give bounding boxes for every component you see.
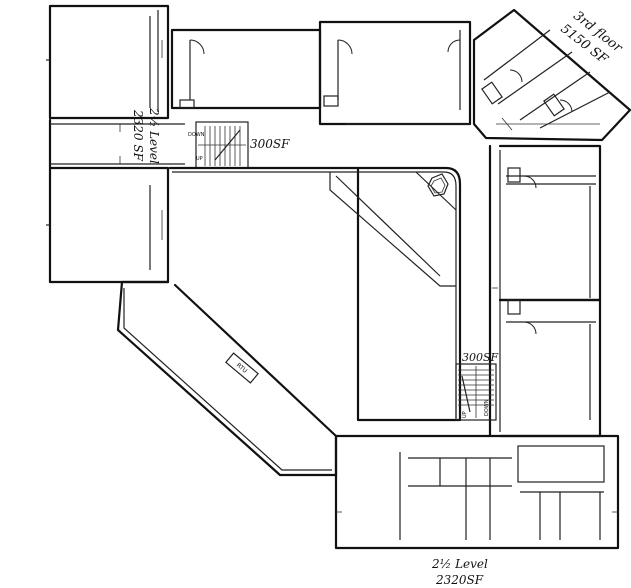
left-level-title: 2½ Level xyxy=(147,107,161,164)
diagonal-wing: RTU xyxy=(116,280,338,477)
stair-mid-down-label: DOWN xyxy=(484,399,490,416)
third-floor-wing xyxy=(472,8,631,142)
bottom-level-area: 2320SF xyxy=(435,573,484,587)
upper-corridor xyxy=(48,118,185,170)
stair-top-up-label: UP xyxy=(196,156,203,162)
annotation-third-floor: 3rd floor 5150 SF xyxy=(558,8,626,67)
annotation-left-level: 2½ Level 2320 SF xyxy=(131,107,161,164)
mid-left-room xyxy=(46,166,170,284)
stair-mid-area-label: 300SF xyxy=(462,351,499,364)
top-room-a xyxy=(170,28,322,110)
central-area xyxy=(168,166,462,422)
stair-mid: UP DOWN xyxy=(455,363,497,421)
right-room-upper xyxy=(498,144,602,302)
stair-top: DOWN UP xyxy=(188,121,249,169)
right-corridor xyxy=(488,144,501,437)
stair-mid-up-label: UP xyxy=(462,411,468,418)
bottom-block xyxy=(334,434,620,550)
bottom-level-title: 2½ Level xyxy=(431,557,488,571)
stair-top-area-label: 300SF xyxy=(250,137,290,151)
top-left-room xyxy=(46,4,170,120)
annotation-bottom-level: 2½ Level 2320SF xyxy=(431,557,488,587)
right-room-lower xyxy=(498,186,602,438)
stair-top-down-label: DOWN xyxy=(188,132,205,138)
top-room-b xyxy=(318,20,472,126)
left-level-area: 2320 SF xyxy=(131,109,145,162)
